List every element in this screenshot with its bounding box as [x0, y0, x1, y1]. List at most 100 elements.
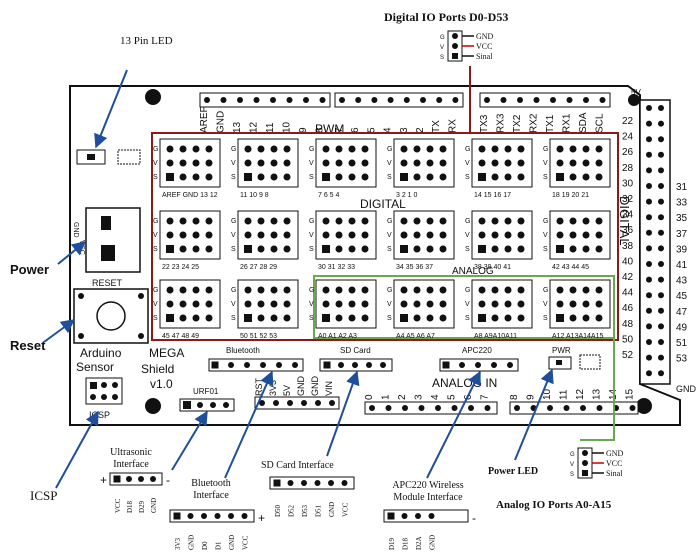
gvs-label: V [309, 160, 314, 167]
block-pin [478, 217, 486, 225]
connector-pin-label: 3V3 [174, 537, 182, 550]
sdcard-callout: SD Card Interface [261, 460, 334, 471]
header-pin [253, 97, 260, 103]
connector-pin-label: VCC [242, 535, 250, 550]
block-pin [517, 159, 525, 167]
right-header-label: 53 [676, 354, 688, 365]
connector-pin-label: VCC [114, 498, 122, 513]
legend-pin-letter: S [570, 472, 574, 478]
gvs-label: S [309, 315, 314, 322]
block-pin [582, 245, 590, 253]
block-pin [348, 231, 356, 239]
brand-mega: MEGA [149, 346, 184, 360]
block-pin [192, 159, 200, 167]
header-pin-label: 5V [282, 385, 292, 396]
mounting-hole [145, 398, 161, 414]
icsp-callout: ICSP [30, 488, 57, 503]
block-pin [595, 245, 603, 253]
header-pin-label: 1 [381, 394, 392, 400]
block-pin [439, 314, 447, 322]
header-pin [646, 136, 652, 143]
header-pin [646, 245, 652, 252]
header-pin-label: 4 [430, 394, 441, 400]
block-pin [166, 314, 174, 322]
block-pin [244, 245, 252, 253]
block-pin [478, 286, 486, 294]
block-pin [192, 145, 200, 153]
header-pin [658, 323, 664, 330]
block-pin [166, 173, 174, 181]
header-pin [484, 405, 491, 411]
right-header-label: 49 [676, 322, 688, 333]
gvs-label: V [231, 160, 236, 167]
header-pin-label: 5 [366, 127, 377, 133]
header-pin [646, 339, 652, 345]
gvs-label: S [465, 246, 470, 253]
block-pin [283, 145, 291, 153]
block-pin [270, 286, 278, 294]
block-pin [556, 300, 564, 308]
power-led-callout: Power LED [488, 466, 538, 477]
urf-header [179, 398, 235, 412]
header-pin [241, 513, 248, 519]
block-pin [569, 145, 577, 153]
apc-board-label: APC220 [462, 346, 492, 355]
block-pin [348, 300, 356, 308]
block-pin [244, 286, 252, 294]
block-pin [166, 159, 174, 167]
block-pin [413, 159, 421, 167]
right-header-label: 30 [622, 178, 634, 189]
block-pin [504, 245, 512, 253]
block-pin [361, 286, 369, 294]
block-pin [348, 173, 356, 181]
block-pin [439, 173, 447, 181]
block-pin [491, 173, 499, 181]
block-pin [192, 173, 200, 181]
block-pin [283, 173, 291, 181]
block-pin [491, 245, 499, 253]
block-pin [491, 231, 499, 239]
header-pin [646, 214, 652, 221]
gvs-label: G [387, 287, 392, 294]
block-pin [179, 300, 187, 308]
gvs-label: S [153, 174, 158, 181]
header-pin-label: 13 [232, 121, 243, 133]
gvs-label: G [153, 287, 158, 294]
block-pin [413, 300, 421, 308]
block-pin [244, 159, 252, 167]
pin-block-label: 22 23 24 25 [162, 264, 199, 271]
reset-label: RESET [92, 278, 123, 288]
block-pin [257, 245, 265, 253]
bluetooth-plus: + [258, 511, 265, 525]
block-pin [257, 300, 265, 308]
block-pin [205, 231, 213, 239]
block-pin [335, 314, 343, 322]
block-pin [439, 300, 447, 308]
urf-label: URF01 [193, 387, 219, 396]
block-pin [348, 314, 356, 322]
pin-block-label: 34 35 36 37 [396, 264, 433, 271]
block-pin [569, 245, 577, 253]
header-pin-label: RX3 [496, 113, 507, 133]
header-pin [533, 97, 540, 103]
header-pin [547, 405, 553, 411]
reset-arrow [43, 319, 76, 343]
header-pin-label: 7 [334, 127, 345, 133]
block-pin [335, 217, 343, 225]
block-pin [348, 286, 356, 294]
header-pin-label: 2 [397, 394, 408, 400]
legend-pin-letter: G [440, 35, 445, 41]
block-pin [439, 217, 447, 225]
block-pin [348, 145, 356, 153]
header-pin [113, 475, 121, 483]
block-pin [582, 314, 590, 322]
block-pin [205, 173, 213, 181]
block-pin [569, 217, 577, 225]
block-pin [595, 145, 603, 153]
gvs-label: V [387, 301, 392, 308]
block-pin [270, 314, 278, 322]
